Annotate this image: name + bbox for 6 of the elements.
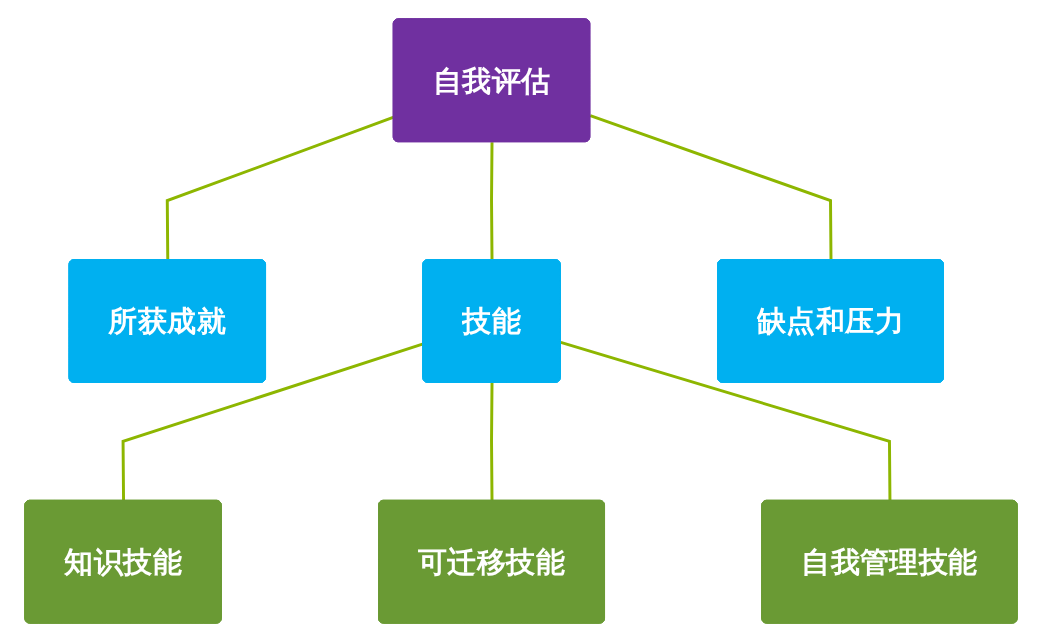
connector bbox=[165, 115, 395, 260]
connector bbox=[121, 342, 424, 501]
connector bbox=[589, 113, 833, 260]
connector bbox=[560, 340, 892, 501]
connector bbox=[490, 141, 494, 260]
connector bbox=[490, 382, 494, 501]
